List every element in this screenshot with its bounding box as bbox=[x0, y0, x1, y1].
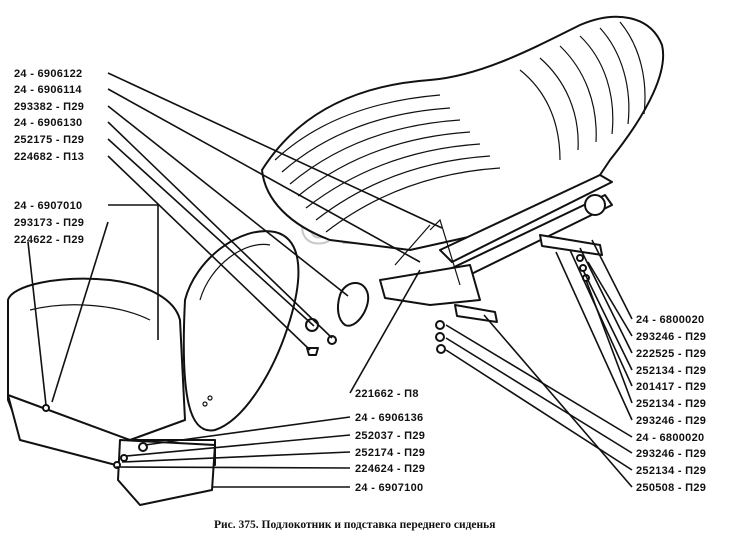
part-label: 24 - 6906136 bbox=[355, 412, 423, 424]
part-label: 201417 - П29 bbox=[636, 381, 706, 393]
part-label: 221662 - П8 bbox=[355, 388, 419, 400]
part-label: 24 - 6906114 bbox=[14, 84, 82, 96]
part-label: 293246 - П29 bbox=[636, 415, 706, 427]
part-label: 293246 - П29 bbox=[636, 448, 706, 460]
seat-back bbox=[261, 15, 665, 251]
labels-center: 221662 - П8 24 - 6906136 252037 - П29 25… bbox=[355, 388, 425, 494]
figure-caption: Рис. 375. Подлокотник и подставка передн… bbox=[214, 519, 495, 531]
armrest-stand bbox=[7, 277, 216, 506]
labels-right: 24 - 6800020 293246 - П29 222525 - П29 2… bbox=[636, 314, 706, 494]
part-label: 293382 - П29 bbox=[14, 101, 84, 113]
part-label: 252134 - П29 bbox=[636, 465, 706, 477]
part-label: 252175 - П29 bbox=[14, 134, 84, 146]
part-label: 24 - 6907010 bbox=[14, 200, 82, 212]
part-label: 252037 - П29 bbox=[355, 430, 425, 442]
leader-lines-left bbox=[107, 72, 443, 351]
armrest bbox=[182, 230, 370, 432]
part-label: 24 - 6906130 bbox=[14, 117, 82, 129]
part-label: 24 - 6907100 bbox=[355, 482, 423, 494]
leader-lines-center bbox=[115, 269, 421, 488]
part-label: 224682 - П13 bbox=[14, 151, 84, 163]
part-label: 252134 - П29 bbox=[636, 398, 706, 410]
leader-lines-right bbox=[445, 239, 633, 488]
part-label: 24 - 6800020 bbox=[636, 314, 704, 326]
part-label: 252174 - П29 bbox=[355, 447, 425, 459]
part-label: 222525 - П29 bbox=[636, 348, 706, 360]
part-label: 293173 - П29 bbox=[14, 217, 84, 229]
part-label: 293246 - П29 bbox=[636, 331, 706, 343]
leader-lines-left-mid bbox=[27, 204, 159, 406]
part-label: 24 - 6906122 bbox=[14, 68, 82, 80]
labels-left: 24 - 6906122 24 - 6906114 293382 - П29 2… bbox=[14, 68, 84, 163]
part-label: 224622 - П29 bbox=[14, 234, 84, 246]
seat-frame bbox=[379, 174, 613, 323]
part-label: 252134 - П29 bbox=[636, 365, 706, 377]
part-label: 24 - 6800020 bbox=[636, 432, 704, 444]
part-label: 250508 - П29 bbox=[636, 482, 706, 494]
labels-left-mid: 24 - 6907010 293173 - П29 224622 - П29 bbox=[14, 200, 84, 246]
part-label: 224624 - П29 bbox=[355, 463, 425, 475]
